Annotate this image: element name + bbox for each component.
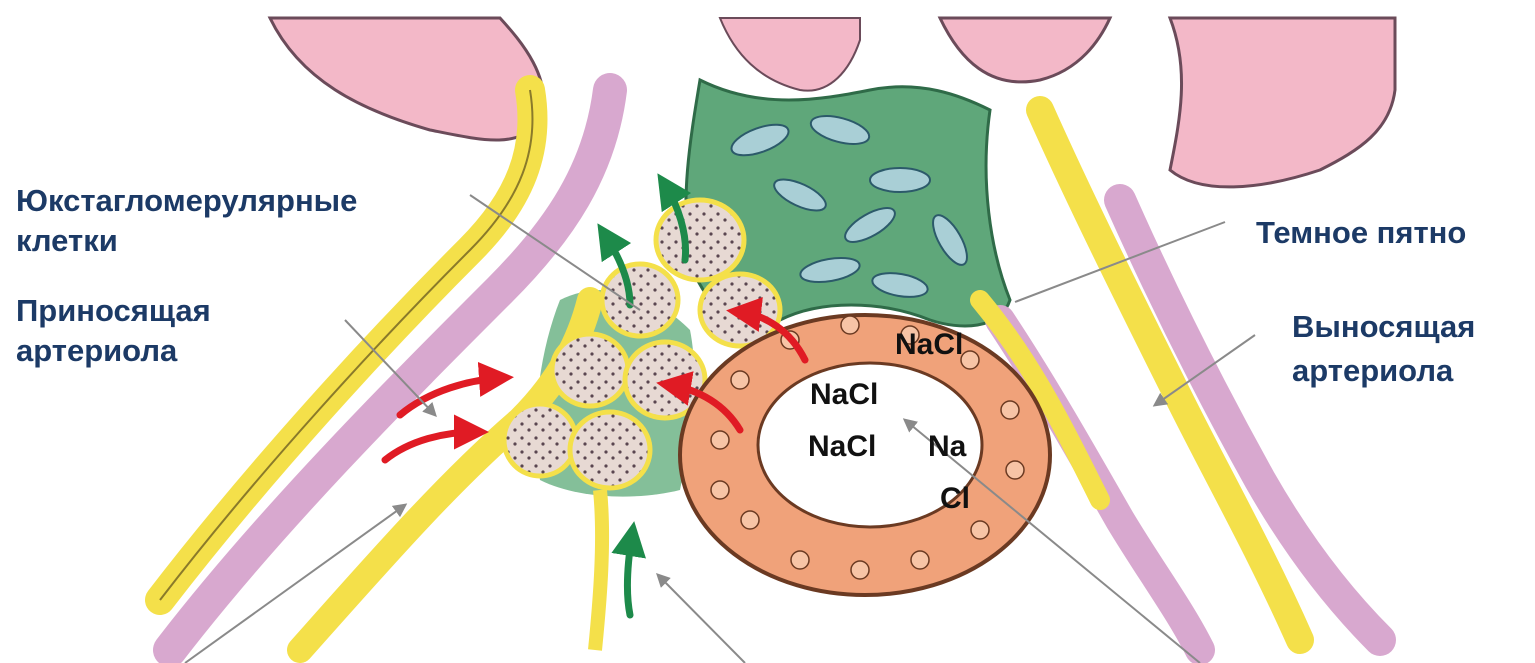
green-arrow-bottom: [627, 535, 632, 615]
efferent-label-line1: Выносящая: [1292, 308, 1475, 346]
efferent-label-line2: артериола: [1292, 352, 1453, 390]
pointer-bottom-center: [658, 575, 745, 663]
cl-label: Cl: [940, 482, 970, 516]
afferent-label-line2: артериола: [16, 332, 177, 370]
afferent-label-line1: Приносящая: [16, 292, 211, 330]
juxtaglomerular-label-line1: Юкстагломерулярные: [16, 182, 357, 220]
red-arrow-afferent-lower: [385, 432, 475, 460]
nacl-label-1: NaCl: [895, 328, 963, 362]
juxtaglomerular-label-line2: клетки: [16, 222, 118, 260]
nacl-label-2: NaCl: [810, 378, 878, 412]
nacl-label-3: NaCl: [808, 430, 876, 464]
macula-densa-label: Темное пятно: [1256, 214, 1466, 252]
na-label: Na: [928, 430, 966, 464]
